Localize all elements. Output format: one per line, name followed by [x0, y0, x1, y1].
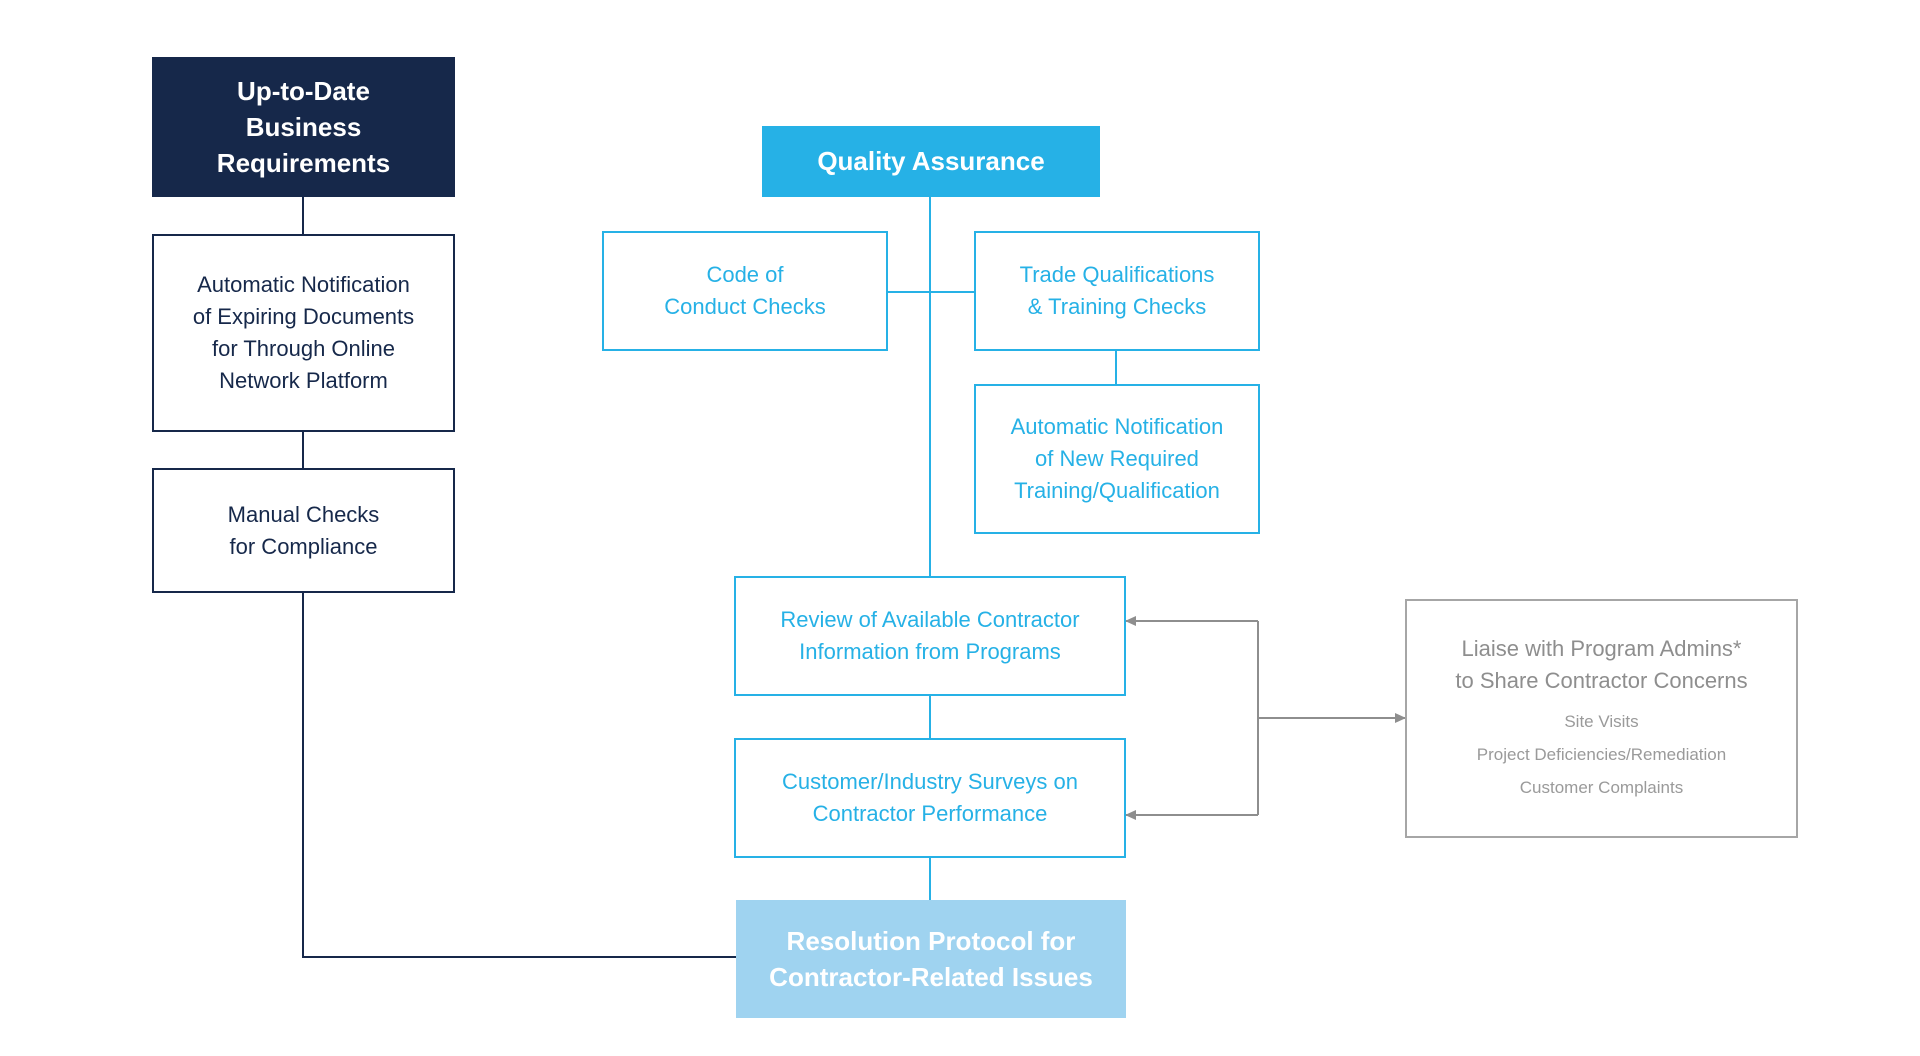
- review-contractor-line: Information from Programs: [799, 639, 1061, 664]
- new-training-notification-box: Automatic Notification of New Required T…: [974, 384, 1260, 534]
- resolution-protocol-line: Resolution Protocol for: [786, 926, 1076, 956]
- manual-checks-line: Manual Checks: [227, 501, 380, 527]
- quality-assurance-box: Quality Assurance: [762, 126, 1100, 197]
- resolution-protocol-line: Contractor-Related Issues: [769, 962, 1093, 992]
- review-contractor-line: Review of Available Contractor: [780, 607, 1080, 632]
- liaise-items: Site Visits Project Deficiencies/Remedia…: [1477, 705, 1726, 804]
- liaise-item: Customer Complaints: [1519, 778, 1684, 797]
- auto-notification-line: Automatic Notification: [197, 272, 410, 297]
- review-contractor-box: Review of Available Contractor Informati…: [734, 576, 1126, 696]
- resolution-protocol-text: Resolution Protocol for Contractor-Relat…: [769, 923, 1093, 995]
- surveys-line: Customer/Industry Surveys on: [782, 769, 1078, 794]
- resolution-protocol-box: Resolution Protocol for Contractor-Relat…: [736, 900, 1126, 1018]
- trade-qualifications-line: & Training Checks: [1027, 294, 1207, 319]
- auto-notification-text: Automatic Notification of Expiring Docum…: [193, 269, 414, 397]
- requirements-text: Up-to-Date Business Requirements: [217, 73, 390, 181]
- requirements-line: Requirements: [216, 148, 391, 178]
- liaise-heading: Liaise with Program Admins* to Share Con…: [1455, 633, 1747, 697]
- new-training-notification-text: Automatic Notification of New Required T…: [1011, 411, 1224, 507]
- manual-checks-text: Manual Checks for Compliance: [228, 499, 380, 563]
- code-of-conduct-line: Code of: [706, 262, 784, 287]
- auto-notification-line: Network Platform: [219, 368, 388, 393]
- trade-qualifications-text: Trade Qualifications & Training Checks: [1020, 259, 1215, 323]
- liaise-item: Site Visits: [1564, 712, 1639, 731]
- liaise-heading-line: to Share Contractor Concerns: [1455, 668, 1748, 693]
- trade-qualifications-box: Trade Qualifications & Training Checks: [974, 231, 1260, 351]
- review-contractor-text: Review of Available Contractor Informati…: [780, 604, 1079, 668]
- requirements-line: Business: [245, 112, 362, 142]
- code-of-conduct-text: Code of Conduct Checks: [664, 259, 825, 323]
- auto-notification-box: Automatic Notification of Expiring Docum…: [152, 234, 455, 432]
- quality-assurance-title: Quality Assurance: [817, 146, 1045, 176]
- new-training-notification-line: of New Required: [1035, 446, 1199, 471]
- surveys-text: Customer/Industry Surveys on Contractor …: [782, 766, 1078, 830]
- surveys-line: Contractor Performance: [812, 801, 1048, 826]
- code-of-conduct-line: Conduct Checks: [664, 294, 826, 319]
- liaise-box: Liaise with Program Admins* to Share Con…: [1405, 599, 1798, 838]
- surveys-box: Customer/Industry Surveys on Contractor …: [734, 738, 1126, 858]
- auto-notification-line: of Expiring Documents: [192, 304, 415, 329]
- requirements-box: Up-to-Date Business Requirements: [152, 57, 455, 197]
- auto-notification-line: for Through Online: [211, 336, 396, 361]
- manual-checks-line: for Compliance: [229, 533, 378, 559]
- liaise-heading-line: Liaise with Program Admins*: [1461, 636, 1742, 661]
- manual-checks-box: Manual Checks for Compliance: [152, 468, 455, 593]
- new-training-notification-line: Training/Qualification: [1014, 478, 1220, 503]
- code-of-conduct-box: Code of Conduct Checks: [602, 231, 888, 351]
- new-training-notification-line: Automatic Notification: [1010, 414, 1224, 439]
- liaise-item: Project Deficiencies/Remediation: [1476, 745, 1727, 764]
- line-manual-to-resolution: [302, 592, 736, 958]
- requirements-line: Up-to-Date: [237, 76, 370, 106]
- trade-qualifications-line: Trade Qualifications: [1019, 262, 1215, 287]
